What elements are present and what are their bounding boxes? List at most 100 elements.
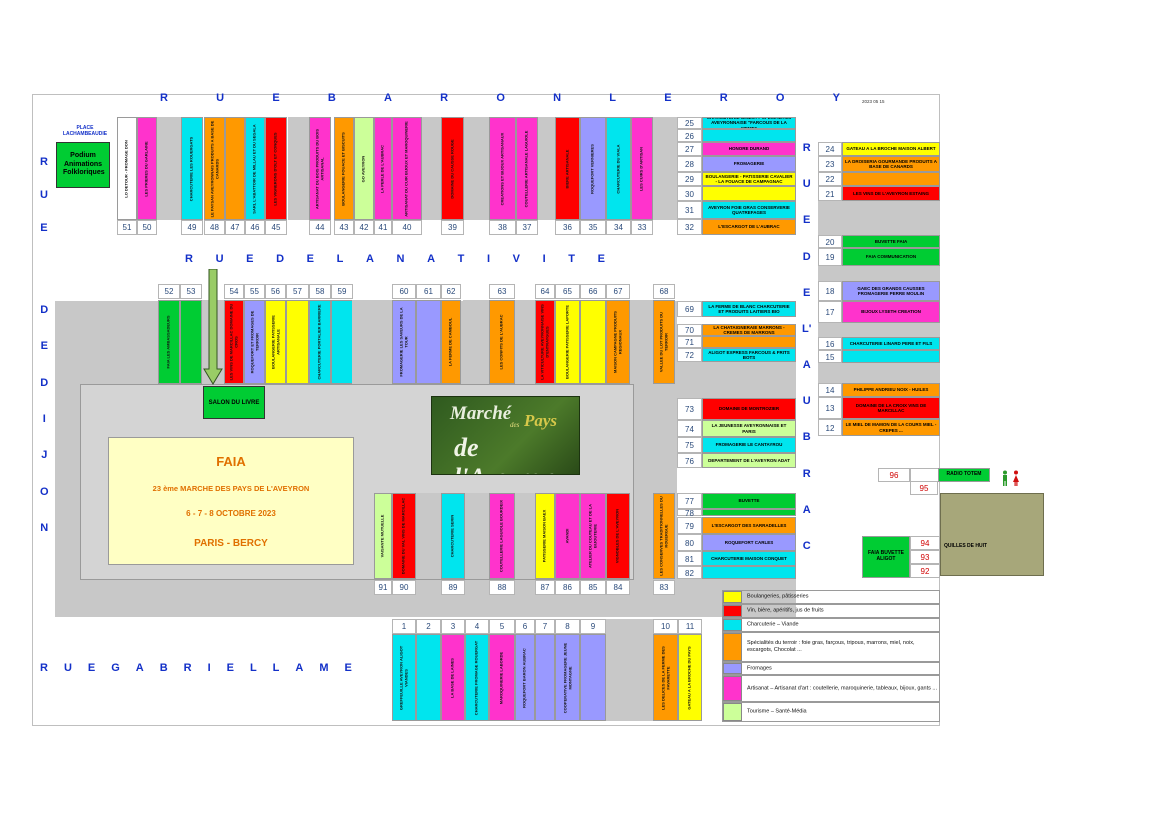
stall-number: 89 — [441, 580, 465, 595]
logo-line3: Pays — [524, 411, 558, 430]
stall-number: 46 — [245, 220, 265, 235]
aisle-gap — [677, 362, 796, 398]
stall-number: 83 — [653, 580, 675, 595]
aisle-gap — [818, 266, 940, 281]
street-letter: U — [63, 662, 72, 674]
stall-2 — [416, 634, 441, 721]
stall-32: L'ESCARGOT DE L'AUBRAC — [702, 219, 796, 235]
stall-number: 2 — [416, 619, 441, 634]
aisle-gap — [653, 117, 678, 220]
stall-35: ROQUEFORT VERNIERES — [580, 117, 606, 220]
street-letter: R — [160, 92, 168, 104]
stall-23: LA DROISERIA GOURMANDE PRODUITS A BASE D… — [842, 156, 940, 172]
stall-81: CHARCUTERIE MAISON CONQUET — [702, 551, 796, 566]
stall-label: BOULANGERIE PATISSERIE LAPORTE — [564, 304, 570, 380]
faia-buvette-aligot: FAIA BUVETTE ALIGOT — [862, 536, 910, 578]
street-letter: A — [295, 662, 304, 674]
street-letter: N — [396, 253, 405, 265]
stall-8: COOPERATIVE FROMAGERE JEUNE MONTAGNE — [555, 634, 580, 721]
stall-label: VIGNOBLES DE L'AVEYRON — [614, 508, 620, 564]
street-letter: A — [365, 253, 374, 265]
stall-number: 30 — [677, 186, 702, 201]
stall-number: 42 — [354, 220, 374, 235]
stall-number: 67 — [606, 284, 630, 299]
stall-6: ROQUEFORT BARON AUBRAC — [515, 634, 535, 721]
stall-17: BIJOUX LYSETH CREATION — [842, 301, 940, 323]
stall-number: 88 — [489, 580, 515, 595]
stall-48: LE PAYSAN AVEYRONNAIS PRODUITS A BASE DE… — [204, 117, 225, 220]
stall-number: 39 — [441, 220, 464, 235]
legend-item: Vin, bière, apéritifs, jus de fruits — [722, 604, 940, 618]
street-letter: E — [40, 340, 48, 353]
street-letter: G — [111, 662, 120, 674]
street-letter: B — [327, 92, 336, 104]
stall-number: 16 — [818, 337, 842, 350]
stall-72: ALIGOT EXPRESS FARCOUS & FRITS BOTS — [702, 348, 796, 362]
stall-53 — [180, 300, 202, 384]
stall-number: 36 — [555, 220, 580, 235]
quilles-label: QUILLES DE HUIT — [944, 543, 988, 549]
stall-number: 59 — [331, 284, 353, 299]
stall-number: 60 — [392, 284, 416, 299]
stall-label: DOMAINE DU VAL VINS DE MARCILLAC — [400, 497, 406, 575]
legend-item: Boulangeries, pâtisseries — [722, 590, 940, 604]
stall-label: MAISON CAMPAGNE PRODUITS REGIONAUX — [612, 311, 622, 373]
toilets-icon — [1000, 470, 1022, 486]
stall-28: FROMAGERIE — [702, 156, 796, 172]
stall-number: 72 — [677, 348, 702, 362]
stall-number: 20 — [818, 235, 842, 248]
stall-number: 37 — [516, 220, 538, 235]
date-stamp: 2023 05 15 — [862, 99, 885, 104]
faia-place: PARIS - BERCY — [194, 538, 268, 549]
stall-number: 54 — [224, 284, 244, 299]
stall-label: SARL L'ABATTOIR DE MILLAU ET DU SEGALA — [251, 123, 257, 214]
street-letter: O — [40, 485, 49, 498]
street-letter: A — [384, 92, 392, 104]
street-letter: L — [336, 253, 344, 265]
street-letter: U — [40, 189, 48, 201]
legend-swatch — [723, 591, 742, 603]
stall-number: 21 — [818, 186, 842, 201]
street-letter: I — [42, 412, 46, 425]
stall-15 — [842, 350, 940, 363]
stall-26 — [702, 129, 796, 142]
stall-number: 40 — [392, 220, 422, 235]
stall-44: ARTISANAT DU BOIS PRODUITS DU BOIS ARTIS… — [309, 117, 331, 220]
street-letter: D — [40, 304, 49, 316]
street-letter: L — [272, 662, 280, 674]
stall-label: LES PRIERES DU GARLAINE — [143, 140, 149, 197]
stall-number: 18 — [818, 281, 842, 301]
stall-39: DOMAINE DU CAUSSE ROUGE — [441, 117, 464, 220]
stall-67: MAISON CAMPAGNE PRODUITS REGIONAUX — [606, 300, 630, 384]
stall-number: 32 — [677, 219, 702, 235]
stall-number: 6 — [515, 619, 535, 634]
place-name: PLACE LACHAMBEAUDIE — [62, 125, 108, 137]
stall-19: FAIA COMMUNICATION — [842, 248, 940, 266]
stall-52: FAIA LES AMBASSADEURS — [158, 300, 180, 384]
stall-75: FROMAGERIE LE CANTAYROU — [702, 437, 796, 453]
street-letter: E — [306, 253, 314, 265]
podium: Podium Animations Folkloriques — [56, 142, 110, 188]
stall-number-96b — [910, 468, 938, 482]
stall-number: 52 — [158, 284, 180, 299]
street-letter: N — [553, 92, 562, 104]
street-letter: E — [597, 253, 605, 265]
street-letter: R — [185, 253, 193, 265]
street-letter: E — [664, 92, 672, 104]
stall-number: 45 — [265, 220, 287, 235]
aisle-gap — [818, 201, 940, 235]
street-letter: T — [457, 253, 465, 265]
stall-79: L'ESCARGOT DES SARRADELLES — [702, 517, 796, 534]
street-letter: B — [802, 431, 811, 444]
stall-62: LA FERME DE CAMBOUL — [441, 300, 461, 384]
faia-title: FAIA — [216, 454, 246, 469]
street-letter: I — [486, 253, 491, 265]
stall-88: COUTELLERIE LAGUIOLE BOURDEIX — [489, 493, 515, 579]
logo-line1: Marché — [450, 403, 512, 424]
stall-label: COUTELLERIE LAGUIOLE BOURDEIX — [498, 499, 504, 573]
street-letter: T — [568, 253, 575, 265]
street-letter: E — [87, 662, 96, 674]
street-letter: E — [803, 214, 811, 227]
